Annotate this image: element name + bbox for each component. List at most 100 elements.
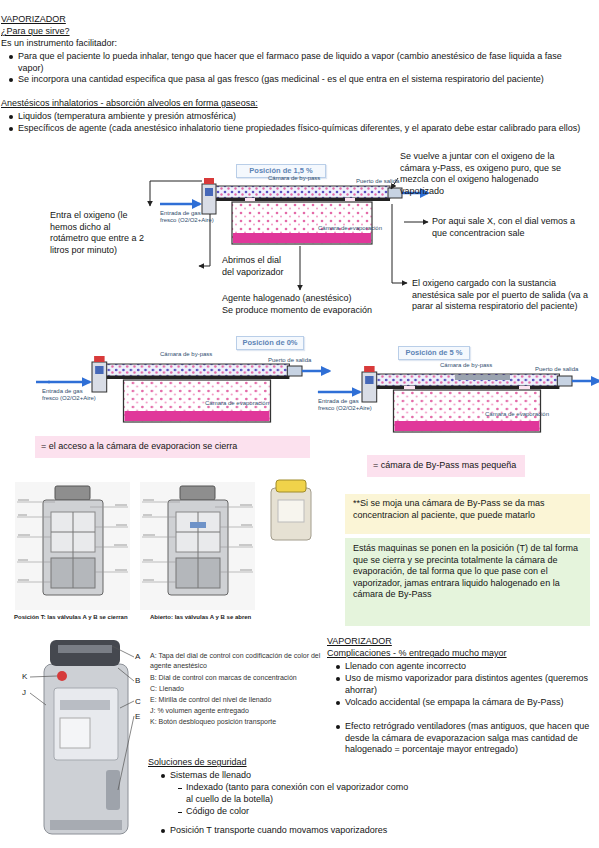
bullet-dot [336,665,340,669]
sub-item-text: Código de color [186,806,336,818]
chamber-opening [404,386,415,389]
callout-letter: K [22,672,32,682]
leader-arrow [404,222,428,223]
bullet-dot [336,725,340,729]
leader-arrow [300,246,301,290]
bullet-dot [161,774,165,778]
bullet-text: Sistemas de llenado [170,770,370,782]
chamber-opening [345,198,355,201]
part-label: Cámara de evaporación [205,400,275,407]
chamber-opening [245,198,255,201]
part-label: Puerto de salida [268,357,328,364]
part-label: Cámara de by-pass [268,175,348,182]
base [50,820,122,830]
photo-open [140,482,255,610]
heading: Complicaciones - % entregado mucho mayor [327,648,587,660]
heading: VAPORIZADOR [327,636,527,648]
node-text: Estás maquinas se ponen en la posición (… [353,543,582,601]
warning-note: **Si se moja una cámara de By-Pass se da… [345,494,590,534]
note-text: Agente halogenado (anestésico) [222,293,402,305]
legend-text: E: Mirilla de control del nivel de llena… [150,695,325,705]
legend-text: C: Llenado [150,684,325,694]
legend-text: A: Tapa del dial de control con codifica… [150,651,325,671]
dash-mark [178,812,182,813]
heading: Anestésicos inhalatorios - absorción alv… [1,98,421,110]
node-text: Posición de 5 % [399,347,469,359]
panel-strip [60,700,110,710]
bullet-dot [336,701,340,705]
note-text: Se produce momento de evaporación [222,305,422,317]
bullet-dot [9,78,13,82]
small-vaporizer-photo [271,480,311,540]
node-text: = el acceso a la cámara de evaporacion s… [41,441,304,453]
vaporizer-1-5 [160,178,428,244]
front-panel [54,688,118,760]
note-text: Se vuelve a juntar con el oxigeno de la … [400,151,585,197]
level-sight-glass [106,770,120,810]
fresh-gas-line [36,381,50,384]
device-dial [276,480,306,492]
page-title: VAPORIZADOR [1,14,201,26]
info-note: Estás maquinas se ponen en la posición (… [345,538,590,626]
legend-text: K: Botón desbloqueo posición transporte [150,717,325,727]
vaporizer-5 [318,366,599,432]
note-text: El oxigeno cargado con la sustancia anes… [412,278,592,313]
vaporizer-drawing [160,178,428,244]
callout-letter: A [135,652,145,662]
part-label: Puerto de salida [535,366,595,373]
legend-text: J: % volumen agente entregado [150,706,325,716]
callout-letter: J [22,688,32,698]
note-text: Entra el oxigeno (le hemos dicho al rotá… [50,210,150,256]
panel-window [60,718,90,748]
callout-lines [30,646,134,790]
node-text: Posición de 0% [237,337,303,349]
bullet-text: Efecto retrógrado ventiladores (mas anti… [345,721,590,756]
cutaway-drawing [15,482,130,610]
bullet-text: Posición T transporte cuando movamos vap… [170,825,470,837]
device-panel [278,500,304,522]
bypass-restriction [455,375,510,380]
node-text: **Si se moja una cámara de By-Pass se da… [353,498,582,521]
callout-letter: C [135,697,145,707]
photo-position-t [15,482,130,610]
control-dial [50,640,120,666]
dial-marks [58,645,112,653]
part-label: Cámara de by-pass [440,362,520,369]
bullet-text: Se incorpora una cantidad especifica que… [18,74,588,86]
chamber-opening [519,386,530,389]
note-text: Abrimos el dial del vaporizador [222,255,292,278]
bullet-dot [9,55,13,59]
part-label: Puerto de salida [356,178,406,185]
vaporizer-photo [44,640,128,834]
leader-arrow [150,181,202,206]
note-text: Por aqui sale X, con el dial vemos a que… [432,216,587,239]
photo-caption: Posición T: las válvulas A y B se cierra… [14,614,149,621]
heading: ¿Para que sirve? [1,26,201,38]
vaporizer-drawing [318,366,599,432]
node-text: = cámara de By-Pass mas pequeña [373,460,519,472]
part-label: Cámara de evaporación [318,225,388,232]
part-label: Entrada de gas fresco (O2/O2+Aire) [318,398,373,412]
sub-item-text: Indexado (tanto para conexión con el vap… [186,782,411,805]
open-valve [190,522,206,528]
legend-text: B: Dial de control con marcas de concent… [150,673,325,683]
cutaway-drawing [140,482,255,610]
bullet-dot [9,115,13,119]
bullet-text: Volcado accidental (se empapa la cámara … [345,697,590,709]
callout-letter: E [135,712,145,722]
heading: Soluciones de seguridad [148,757,348,769]
callout-letter: B [135,676,145,686]
position-tag: Posición de 5 % [398,346,470,360]
leader-arrow [392,204,407,283]
note-text: Es un instrumento facilitador: [1,38,301,50]
part-label: Cámara de by-pass [160,351,240,358]
bullet-text: Para que el paciente lo pueda inhalar, t… [18,51,588,74]
bullet-text: Específicos de agente (cada anestésico i… [18,123,588,135]
bullet-dot [9,127,13,131]
vaporizer-drawing [48,356,329,422]
highlight-note: = cámara de By-Pass mas pequeña [367,455,525,477]
bullet-text: Uso de mismo vaporizador para distintos … [345,673,590,696]
bullet-text: Llenado con agente incorrecto [345,661,590,673]
part-label: Entrada de gas fresco (O2/O2+Aire) [160,210,215,224]
